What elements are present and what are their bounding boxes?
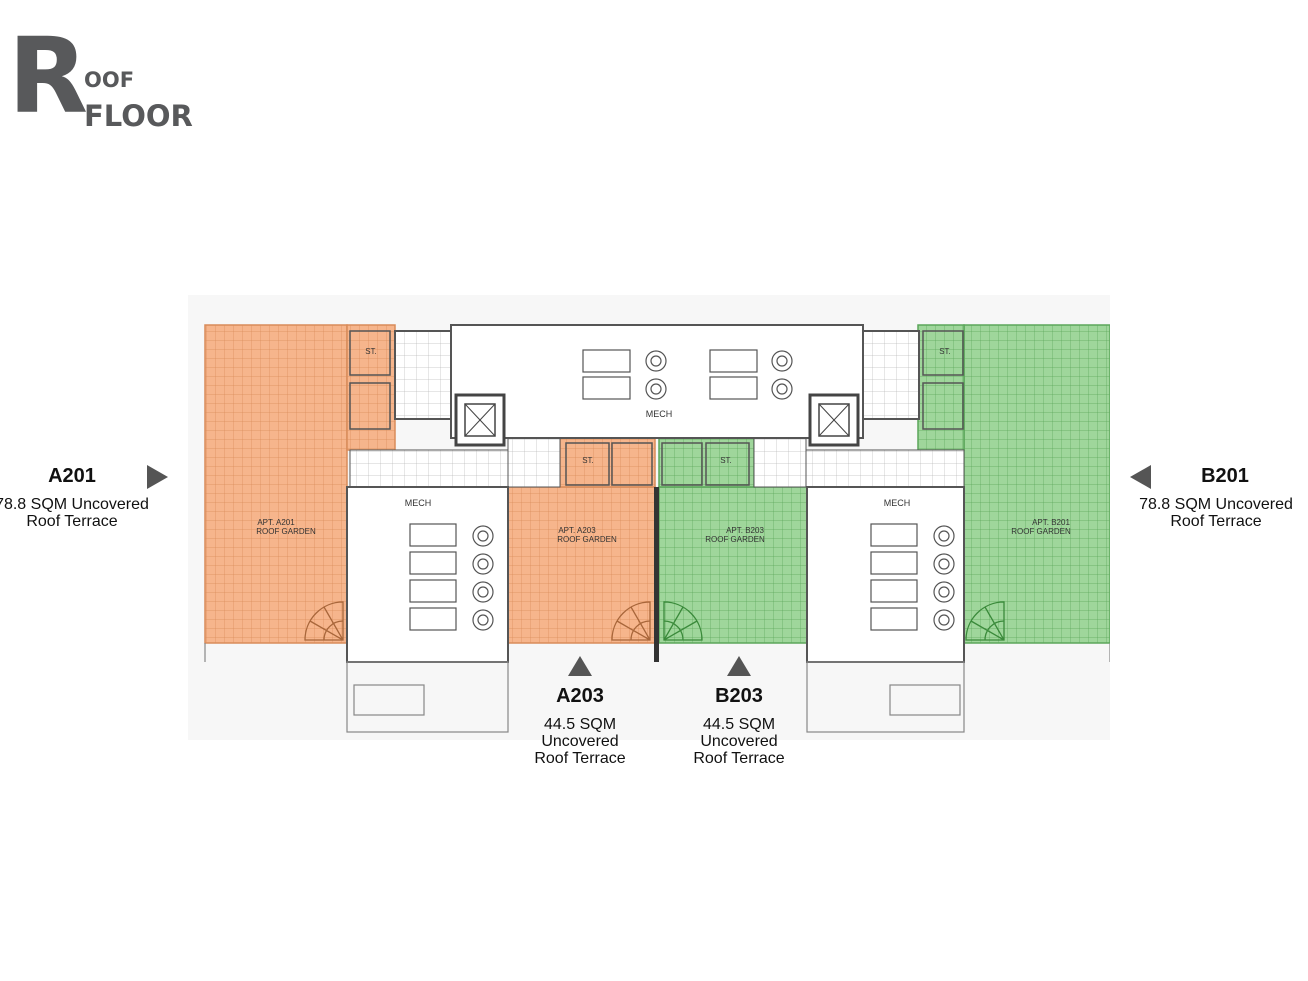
- logo-line-1: OOF: [84, 68, 135, 92]
- unit-divider-wall: [654, 487, 659, 662]
- a203-storage: [565, 442, 610, 486]
- unit-b203-label: B203 44.5 SQM Uncovered Roof Terrace: [669, 686, 809, 767]
- b203-storage: [705, 442, 750, 486]
- balcony-right: [806, 661, 965, 733]
- unit-a201-label: A201 78.8 SQM Uncovered Roof Terrace: [0, 466, 152, 531]
- b201-pointer-arrow: [1130, 465, 1151, 489]
- st-label-b201: ST.: [939, 347, 951, 356]
- unit-a203-code: A203: [556, 685, 604, 707]
- unit-a201-desc-line-1: 78.8 SQM Uncovered: [0, 496, 149, 513]
- b201-garden-label-1: APT. B201: [1032, 518, 1070, 527]
- unit-b203-desc: 44.5 SQM Uncovered Roof Terrace: [669, 716, 809, 767]
- b203-roof-garden: [658, 486, 808, 644]
- unit-a203-desc-line-3: Roof Terrace: [534, 749, 626, 767]
- corridor-left: [349, 449, 509, 488]
- mech-right-label: MECH: [884, 498, 911, 508]
- unit-a203-desc: 44.5 SQM Uncovered Roof Terrace: [510, 716, 650, 767]
- a201-garden-label-1: APT. A201: [257, 518, 295, 527]
- balcony-left: [346, 661, 509, 733]
- a201-storage: [349, 330, 391, 376]
- b201-service-block: [917, 324, 965, 451]
- unit-b201-label: B201 78.8 SQM Uncovered Roof Terrace: [1136, 466, 1296, 531]
- unit-b201-code: B201: [1201, 465, 1249, 487]
- b201-garden-label-2: ROOF GARDEN: [1011, 527, 1071, 536]
- unit-b203-code: B203: [715, 685, 763, 707]
- unit-b201-desc-line-2: Roof Terrace: [1170, 512, 1262, 530]
- b201-roof-garden: [963, 324, 1110, 644]
- b201-storage: [922, 330, 964, 376]
- unit-a203-desc-line-2: Uncovered: [541, 732, 619, 750]
- a203-roof-garden: [507, 486, 656, 644]
- mech-left-equipment: [409, 523, 494, 631]
- a201-pointer-arrow: [147, 465, 168, 489]
- unit-b201-desc-line-1: 78.8 SQM Uncovered: [1139, 496, 1293, 513]
- unit-b203-desc-line-3: Roof Terrace: [693, 749, 785, 767]
- a201-wc: [349, 382, 391, 430]
- logo-line-2: FLOOR: [84, 99, 193, 133]
- stair-left: [394, 330, 452, 420]
- a201-garden-label-2: ROOF GARDEN: [256, 527, 316, 536]
- b203-garden-label-2: ROOF GARDEN: [705, 535, 765, 544]
- unit-a201-code: A201: [48, 465, 96, 487]
- mech-left-label: MECH: [405, 498, 432, 508]
- a203-garden-label-2: ROOF GARDEN: [557, 535, 617, 544]
- unit-b203-desc-line-1: 44.5 SQM: [702, 716, 776, 733]
- a201-service-block: [346, 324, 396, 451]
- unit-a201-desc: 78.8 SQM Uncovered Roof Terrace: [0, 496, 152, 531]
- mech-right-equipment: [870, 523, 955, 631]
- roof-floor-plan: MECH MECH MECH ST. ST. ST. ST. APT. A201…: [188, 295, 1110, 740]
- a203-garden-label-1: APT. A203: [558, 526, 596, 535]
- a201-roof-garden: [204, 324, 348, 644]
- unit-a203-desc-line-1: 44.5 SQM: [543, 716, 617, 733]
- logo-big-letter: R: [8, 15, 88, 137]
- st-label-a201: ST.: [365, 347, 377, 356]
- unit-a201-desc-line-2: Roof Terrace: [26, 512, 118, 530]
- b201-wc: [922, 382, 964, 430]
- unit-a203-label: A203 44.5 SQM Uncovered Roof Terrace: [510, 686, 650, 767]
- b203-pointer-arrow: [727, 656, 751, 676]
- st-label-a203: ST.: [582, 456, 594, 465]
- spiral-stairs: [304, 601, 651, 641]
- roof-floor-logo: R OOF FLOOR: [8, 24, 208, 144]
- mech-top-label: MECH: [646, 409, 673, 419]
- unit-b203-desc-line-2: Uncovered: [700, 732, 778, 750]
- unit-b201-desc: 78.8 SQM Uncovered Roof Terrace: [1136, 496, 1296, 531]
- a203-pointer-arrow: [568, 656, 592, 676]
- a203-wc: [611, 442, 653, 486]
- stair-right: [862, 330, 920, 420]
- st-label-b203: ST.: [720, 456, 732, 465]
- corridor-center: [507, 437, 561, 488]
- a203-service-block: [559, 437, 656, 488]
- corridor-center-2: [753, 437, 807, 488]
- corridor-right: [805, 449, 965, 488]
- b203-wc: [661, 442, 703, 486]
- b203-garden-label-1: APT. B203: [726, 526, 764, 535]
- mech-top-equipment: [582, 349, 793, 400]
